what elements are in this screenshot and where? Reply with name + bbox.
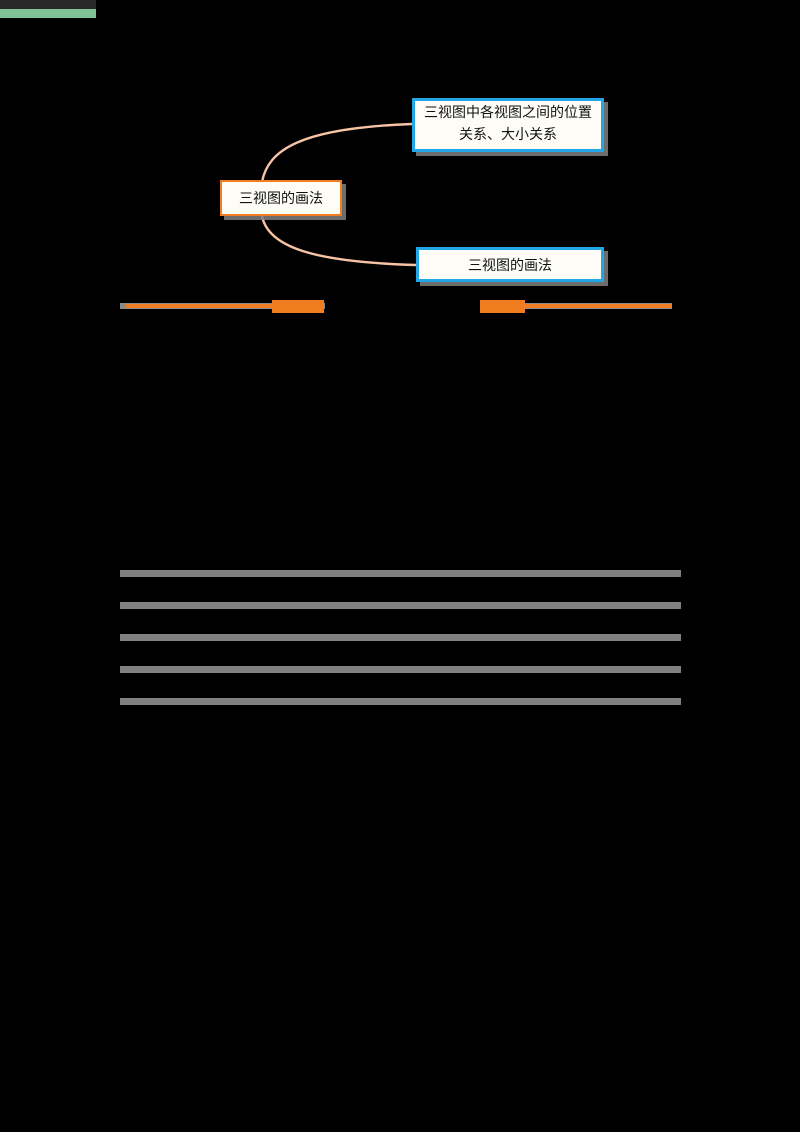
heading-two-text — [0, 0, 96, 9]
body-rule — [120, 698, 681, 705]
divider-right-orange-block — [480, 300, 525, 313]
body-rule — [120, 634, 681, 641]
mindmap-connectors — [260, 122, 417, 267]
mindmap-node-branch-2[interactable]: 三视图的画法 — [416, 247, 604, 282]
mindmap-container: 三视图中各视图之间的位置关系、大小关系 三视图的画法 三视图的画法 — [0, 0, 800, 300]
heading-two-highlight — [0, 9, 96, 18]
divider-right-orange-line — [484, 304, 672, 308]
body-rule — [120, 602, 681, 609]
orange-divider-band — [0, 295, 800, 321]
divider-left-orange-block — [272, 300, 324, 313]
mindmap-node-root[interactable]: 三视图的画法 — [220, 180, 342, 216]
body-rule — [120, 570, 681, 577]
connector-root-to-branch-1 — [260, 122, 413, 183]
body-rule — [120, 666, 681, 673]
connector-root-to-branch-2 — [260, 215, 417, 267]
heading-two — [0, 0, 96, 36]
divider-left-orange-line — [126, 304, 322, 308]
mindmap-node-branch-1[interactable]: 三视图中各视图之间的位置关系、大小关系 — [412, 98, 604, 152]
